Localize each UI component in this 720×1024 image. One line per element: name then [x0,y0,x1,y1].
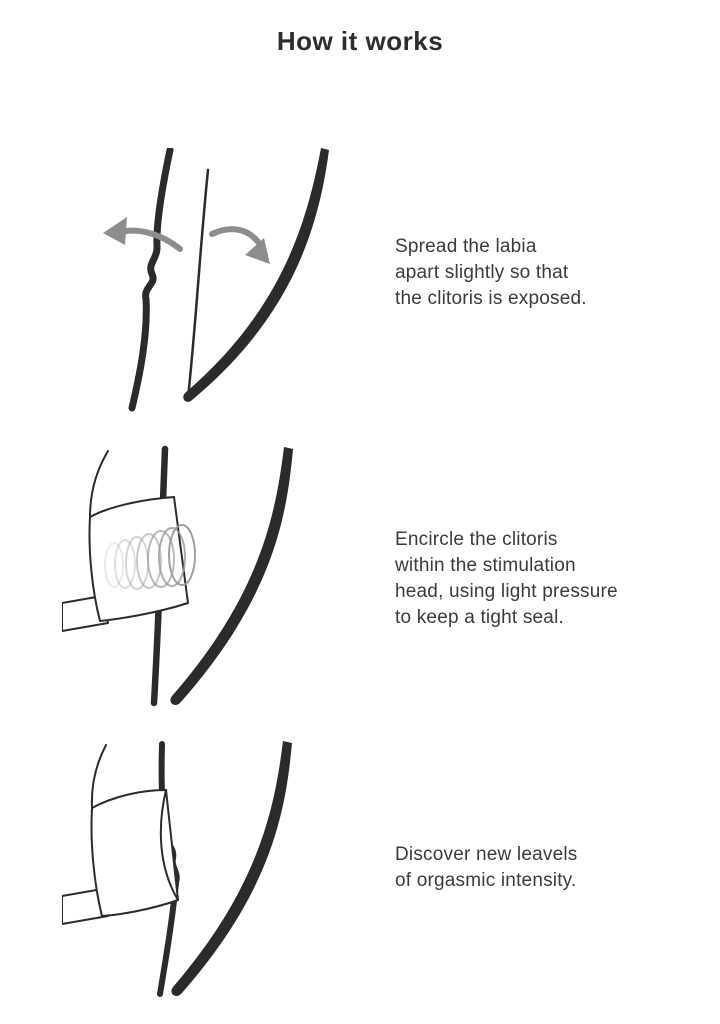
spread-right-arrow-icon [209,226,270,264]
step2-caption: Encircle the clitoris within the stimula… [395,529,618,628]
stimulation-head-cup [88,496,189,622]
stimulation-head-seal-diagram [62,741,292,997]
hood-flap-line [89,450,109,518]
right-labia-line [170,447,293,706]
cup-rim-line [159,789,179,901]
stimulation-head-cup [90,789,179,917]
hood-flap-line [90,744,107,809]
right-labia-line [171,741,292,997]
stimulation-head-encircle-diagram [62,445,293,707]
step3-illustration [62,740,302,998]
labia-spread-diagram [103,148,329,412]
step1-illustration [100,148,360,413]
step2-illustration [62,445,302,707]
step1-caption: Spread the labia apart slightly so that … [395,236,587,309]
stimulation-coil [104,524,196,590]
spread-left-arrow-icon [103,217,183,252]
right-labia-line [183,148,329,402]
inner-labia-line [186,168,210,400]
page-title: How it works [276,26,444,56]
step3-caption: Discover new leavels of orgasmic intensi… [395,844,578,891]
left-labia-line [128,148,174,412]
